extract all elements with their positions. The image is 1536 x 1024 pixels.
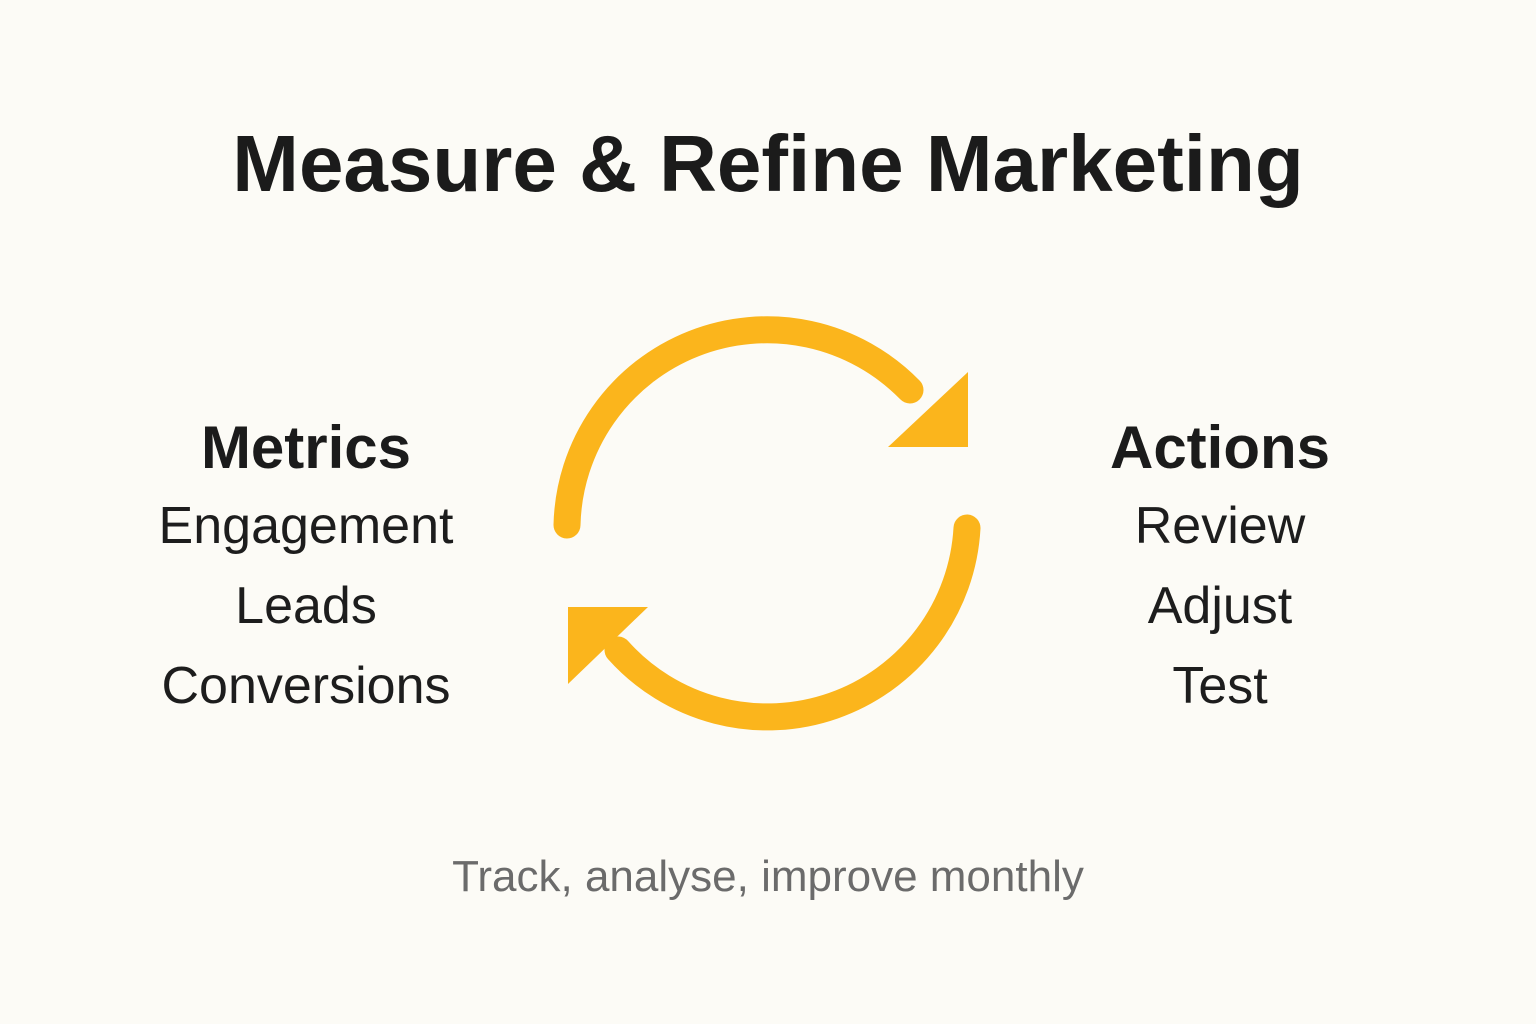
metrics-heading: Metrics — [200, 414, 412, 481]
metric-item: Leads — [235, 577, 377, 635]
metric-item: Conversions — [161, 657, 451, 715]
caption: Track, analyse, improve monthly — [452, 852, 1084, 901]
action-item: Test — [1172, 657, 1268, 715]
metric-item: Engagement — [158, 497, 454, 555]
actions-heading: Actions — [1109, 414, 1331, 481]
diagram-title: Measure & Refine Marketing — [232, 119, 1304, 208]
cycle-arrows-icon — [553, 316, 981, 731]
action-item: Adjust — [1147, 577, 1293, 635]
action-item: Review — [1134, 497, 1306, 555]
actions-column: Actions Review Adjust Test — [1010, 410, 1430, 726]
metrics-column: Metrics Engagement Leads Conversions — [96, 410, 516, 726]
